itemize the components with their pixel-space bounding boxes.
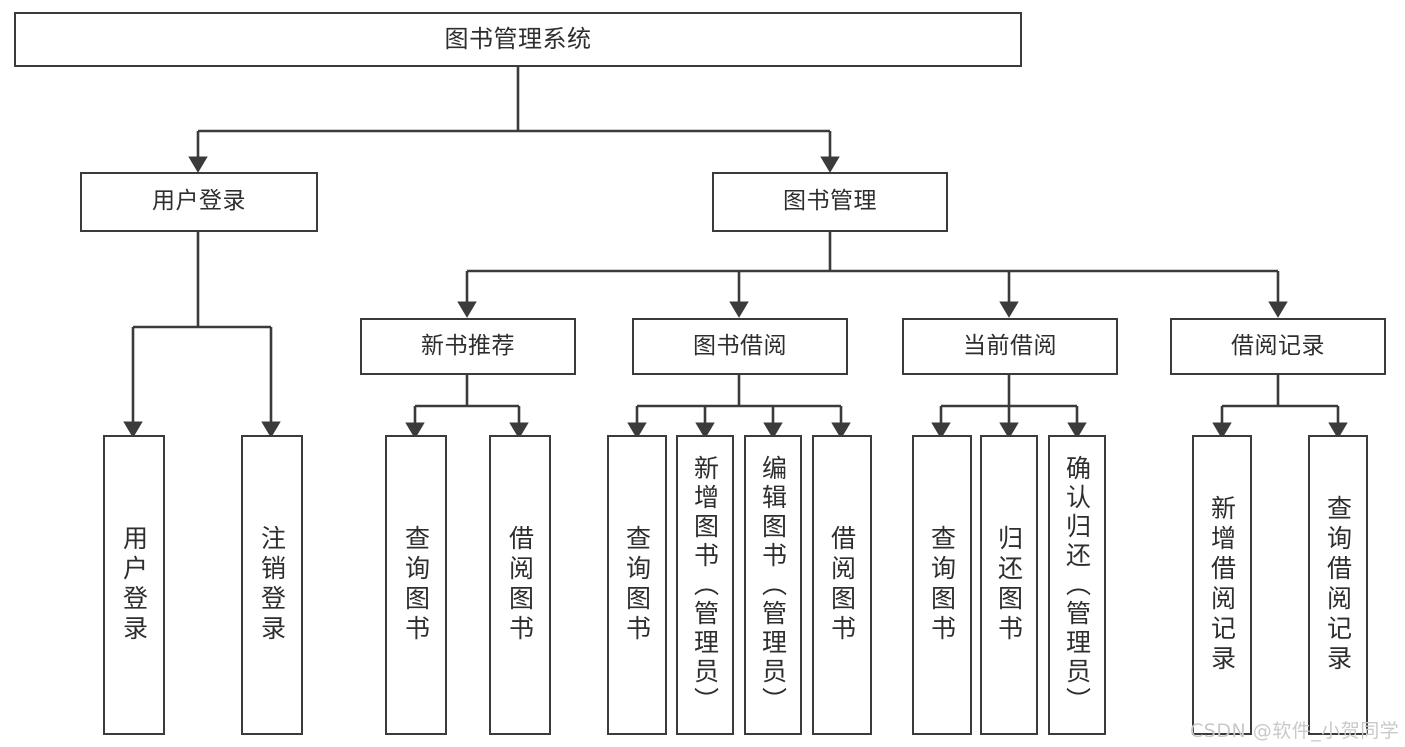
node-label: 编辑图书（管理员） <box>758 454 788 716</box>
node-label: 图书借阅 <box>693 332 787 359</box>
leaf-current-borrow-return[interactable]: 归还图书 <box>980 435 1038 735</box>
leaf-current-borrow-query[interactable]: 查询图书 <box>912 435 972 735</box>
node-label: 当前借阅 <box>963 332 1057 359</box>
leaf-borrow-record-add[interactable]: 新增借阅记录 <box>1192 435 1252 735</box>
node-label: 用户登录 <box>152 188 246 215</box>
node-label: 图书管理系统 <box>444 25 592 54</box>
node-label: 查询图书 <box>401 525 431 645</box>
leaf-book-borrow-edit[interactable]: 编辑图书（管理员） <box>744 435 802 735</box>
node-borrow-record[interactable]: 借阅记录 <box>1170 318 1386 375</box>
leaf-user-login-logout[interactable]: 注销登录 <box>241 435 303 735</box>
node-current-borrow[interactable]: 当前借阅 <box>902 318 1118 375</box>
node-label: 新书推荐 <box>421 332 515 359</box>
leaf-book-borrow-add[interactable]: 新增图书（管理员） <box>676 435 734 735</box>
node-label: 注销登录 <box>257 525 287 645</box>
node-label: 用户登录 <box>119 525 149 645</box>
node-label: 借阅图书 <box>827 525 857 645</box>
node-label: 查询图书 <box>622 525 652 645</box>
leaf-book-borrow-borrow[interactable]: 借阅图书 <box>812 435 872 735</box>
node-label: 新增图书（管理员） <box>690 454 720 716</box>
node-label: 归还图书 <box>994 525 1024 645</box>
csdn-watermark: CSDN @软件_小贺同学 <box>1190 720 1400 742</box>
node-label: 确认归还（管理员） <box>1062 454 1092 716</box>
node-root-system[interactable]: 图书管理系统 <box>14 12 1022 67</box>
node-label: 新增借阅记录 <box>1207 495 1237 675</box>
leaf-borrow-record-query[interactable]: 查询借阅记录 <box>1308 435 1368 735</box>
leaf-new-book-query[interactable]: 查询图书 <box>385 435 447 735</box>
leaf-current-borrow-confirm[interactable]: 确认归还（管理员） <box>1048 435 1106 735</box>
leaf-new-book-borrow[interactable]: 借阅图书 <box>489 435 551 735</box>
leaf-book-borrow-query[interactable]: 查询图书 <box>607 435 667 735</box>
node-user-login[interactable]: 用户登录 <box>80 172 318 232</box>
node-book-management[interactable]: 图书管理 <box>712 172 948 232</box>
node-label: 图书管理 <box>783 188 877 215</box>
node-label: 查询借阅记录 <box>1323 495 1353 675</box>
node-label: 借阅图书 <box>505 525 535 645</box>
leaf-user-login-login[interactable]: 用户登录 <box>103 435 165 735</box>
node-book-borrow[interactable]: 图书借阅 <box>632 318 848 375</box>
node-label: 借阅记录 <box>1231 332 1325 359</box>
node-label: 查询图书 <box>927 525 957 645</box>
node-new-book-recommend[interactable]: 新书推荐 <box>360 318 576 375</box>
